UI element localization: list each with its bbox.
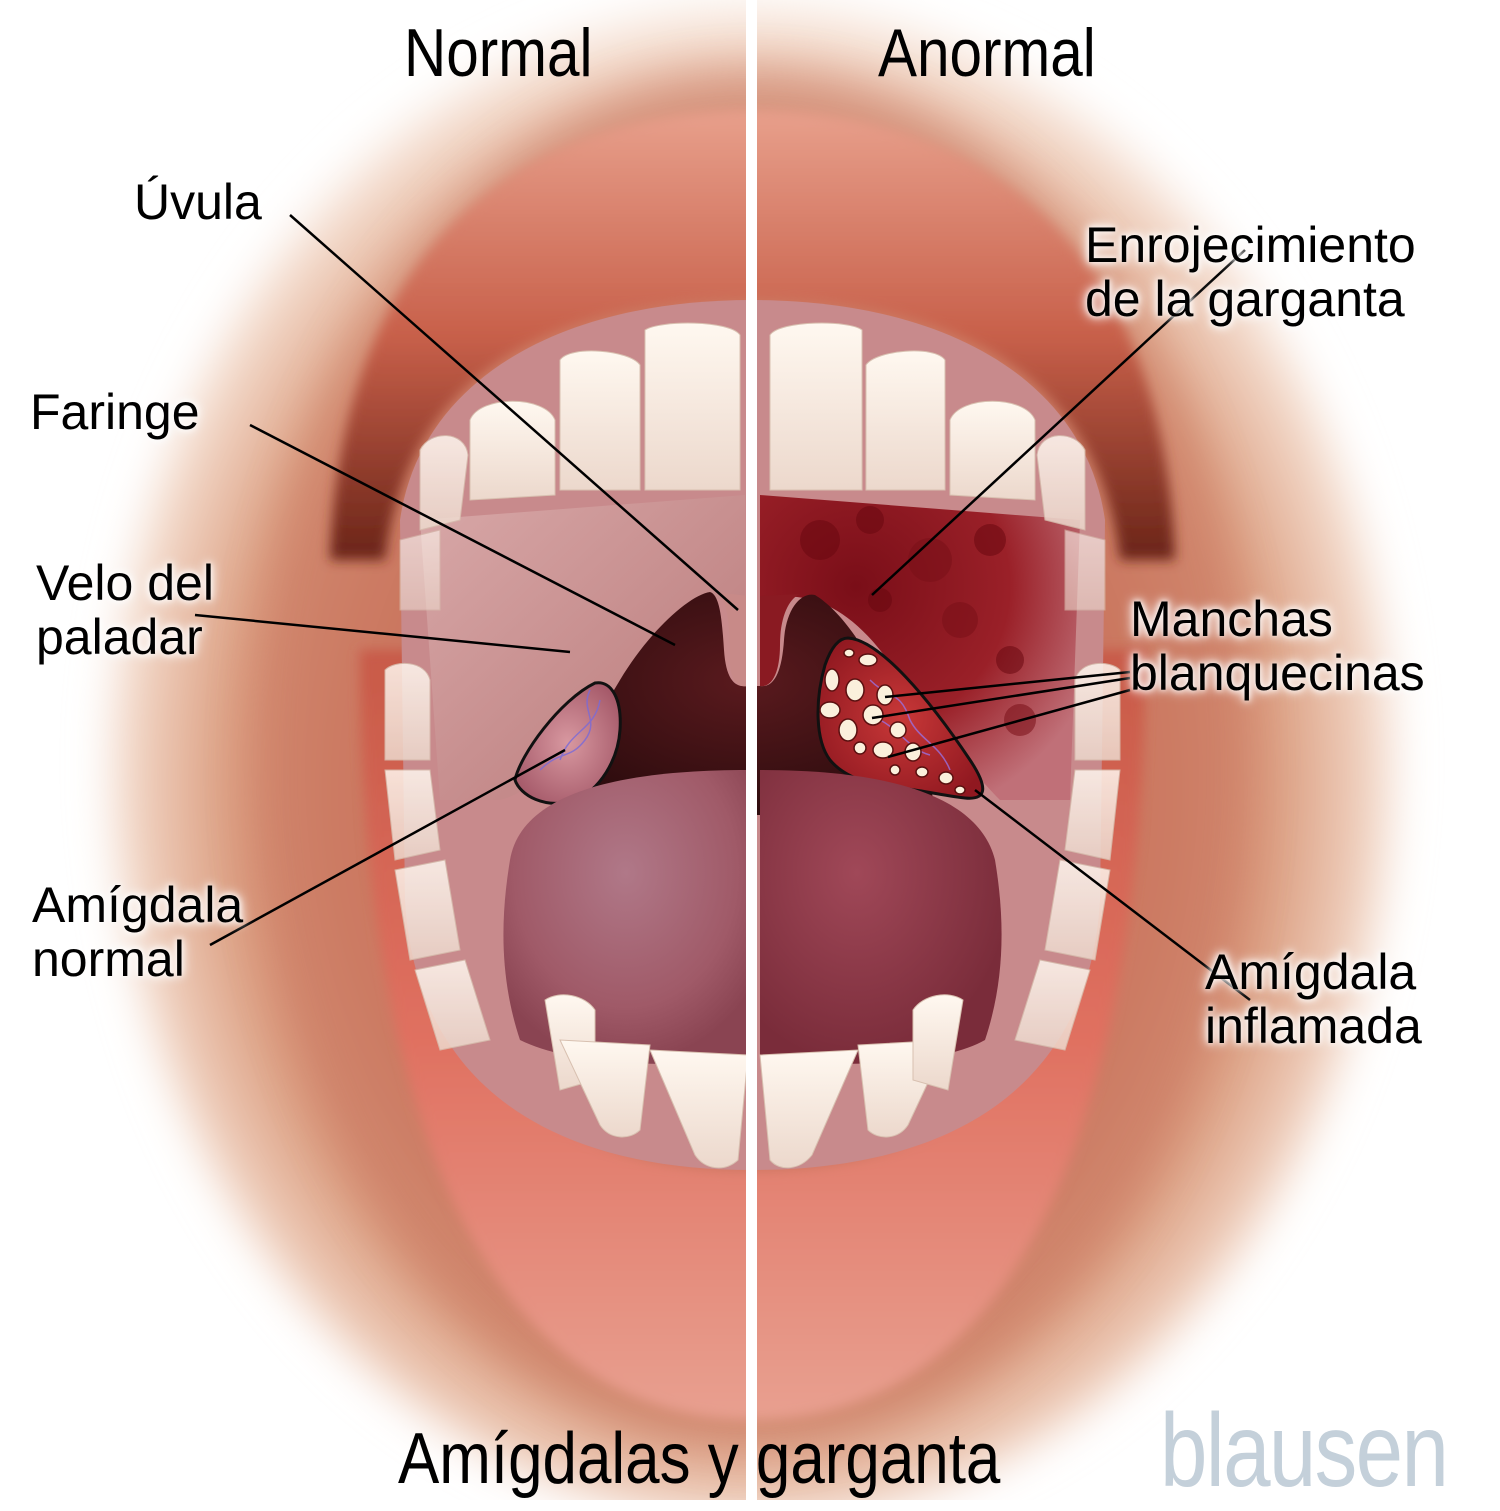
lower-lip [360,650,1145,1420]
leader-velo [194,613,571,654]
label-amigdala-normal: Amígdala normal [32,878,243,986]
white-spots [819,648,966,795]
uvula [715,592,748,687]
label-velo-line2: paladar [36,609,203,665]
label-velo-del-paladar: Velo del paladar [36,556,214,664]
label-faringe: Faringe [30,384,200,440]
label-amigdala-normal-line2: normal [32,931,185,987]
center-divider [746,0,757,1500]
leader-amigdala-normal [209,748,566,947]
label-amigdala-inflamada-line2: inflamada [1205,998,1422,1054]
label-manchas-line1: Manchas [1130,591,1333,647]
blausen-logo: blausen [1160,1393,1449,1509]
upper-lip [330,110,1175,560]
leader-enrojecimiento [871,249,1246,596]
label-velo-line1: Velo del [36,555,214,611]
header-normal: Normal [404,15,593,91]
label-manchas-line2: blanquecinas [1130,645,1425,701]
lower-teeth [544,994,964,1169]
tongue [503,770,748,1064]
label-amigdala-inflamada-line1: Amígdala [1205,944,1417,1000]
label-amigdala-inflamada: Amígdala inflamada [1205,945,1422,1053]
palate-normal [420,495,745,800]
leader-uvula [289,214,739,611]
leader-manchas-1 [884,670,1131,699]
label-manchas-blanquecinas: Manchas blanquecinas [1130,592,1425,700]
tongue-inflamed-side [760,770,1002,1064]
leader-amigdala-inflamada [974,789,1251,1001]
leader-faringe [249,423,676,647]
figure-caption: Amígdalas y garganta [398,1419,1001,1499]
label-amigdala-normal-line1: Amígdala [32,877,244,933]
leader-lines [194,214,1251,1001]
label-enrojecimiento: Enrojecimiento de la garganta [1085,218,1416,326]
palate-inflamed [760,495,1080,800]
uvula-inflamed [760,594,800,687]
upper-teeth [399,322,1106,611]
label-uvula: Úvula [134,174,262,230]
leader-manchas-3 [887,688,1131,759]
label-enrojecimiento-line1: Enrojecimiento [1085,217,1416,273]
header-anormal: Anormal [878,15,1096,91]
leader-manchas-2 [871,676,1131,720]
side-lower-teeth [384,662,1121,1051]
label-enrojecimiento-line2: de la garganta [1085,271,1405,327]
inflammation-blotches [800,506,1036,736]
